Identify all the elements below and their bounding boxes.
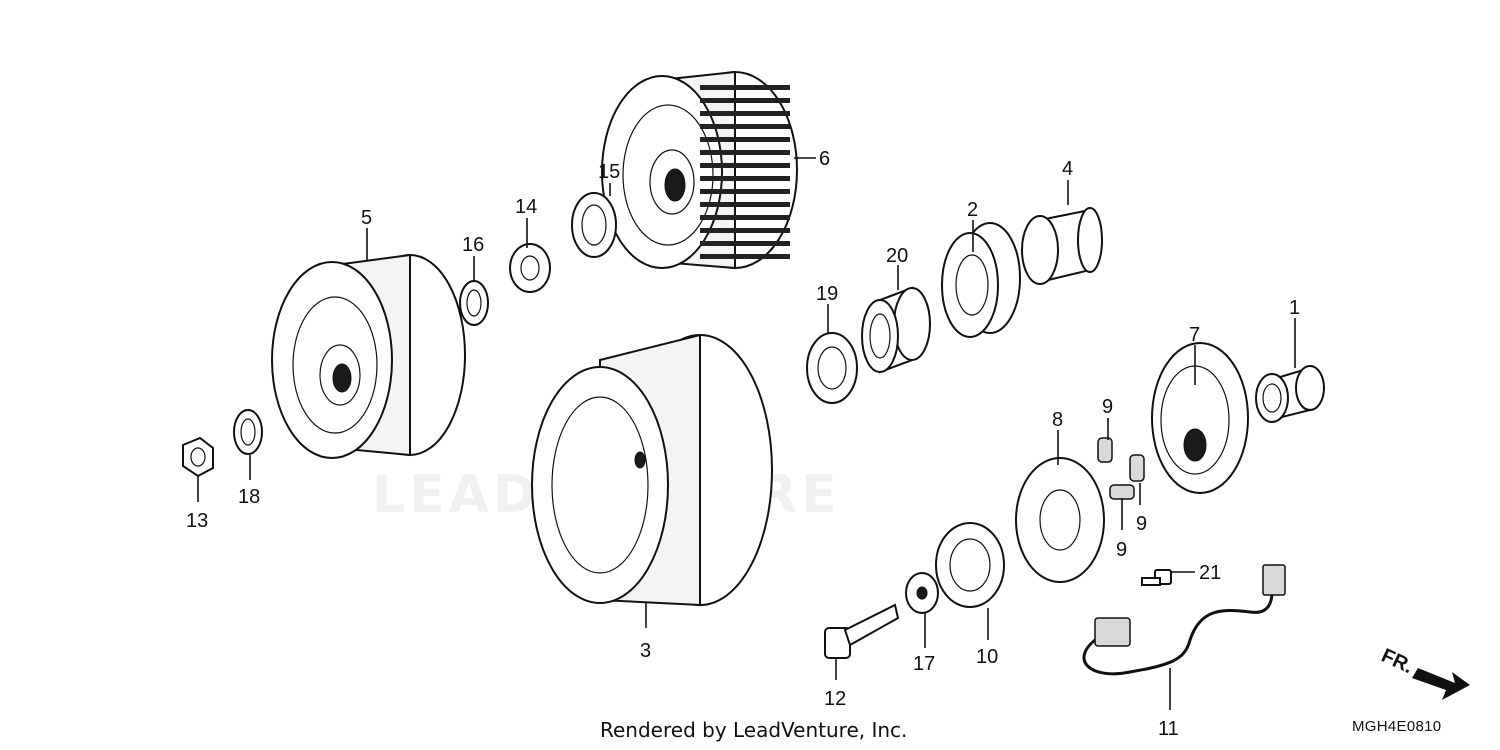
part-5-clutch-center[interactable] (271, 253, 466, 459)
basket-tooth (700, 163, 790, 168)
basket-tooth (700, 124, 790, 129)
basket-tooth (700, 176, 790, 181)
callout-21[interactable]: 21 (1199, 562, 1221, 584)
callout-2[interactable]: 2 (967, 199, 978, 221)
leader-lines (197, 157, 1296, 710)
callout-12[interactable]: 12 (824, 688, 846, 710)
basket-tooth (700, 150, 790, 155)
basket-tooth (700, 189, 790, 194)
part-21-bolt[interactable] (1141, 569, 1172, 586)
callout-3[interactable]: 3 (640, 640, 651, 662)
part-14-lock-nut[interactable] (509, 243, 551, 293)
basket-tooth (700, 85, 790, 90)
callout-5[interactable]: 5 (361, 207, 372, 229)
part-18-washer[interactable] (233, 409, 263, 455)
part-19-washer[interactable] (806, 332, 858, 404)
callout-18[interactable]: 18 (238, 486, 260, 508)
part-12-bolt[interactable] (824, 603, 900, 659)
callout-1[interactable]: 1 (1289, 297, 1300, 319)
basket-tooth (700, 98, 790, 103)
front-direction-arrow-icon (1412, 668, 1470, 700)
callout-20[interactable]: 20 (886, 245, 908, 267)
callout-10[interactable]: 10 (976, 646, 998, 668)
part-10-one-way-clutch[interactable] (935, 522, 1005, 608)
callout-13[interactable]: 13 (186, 510, 208, 532)
part-1-needle-bearing[interactable] (1255, 365, 1325, 423)
part-6-clutch-outer[interactable] (601, 70, 798, 270)
part-8-gear[interactable] (1015, 457, 1105, 583)
callout-19[interactable]: 19 (816, 283, 838, 305)
part-20-needle-bearing[interactable] (861, 286, 931, 374)
diagram-code: MGH4E0810 (1352, 718, 1442, 735)
part-4-collar[interactable] (1021, 207, 1103, 285)
basket-tooth (700, 215, 790, 220)
part-9-springs[interactable] (1097, 437, 1145, 500)
basket-tooth (700, 241, 790, 246)
basket-tooth (700, 254, 790, 259)
callout-17[interactable]: 17 (913, 653, 935, 675)
part-16-washer[interactable] (459, 280, 489, 326)
part-3-primary-driven-gear[interactable] (531, 333, 773, 607)
callout-4[interactable]: 4 (1062, 158, 1073, 180)
part-11-sensor-harness[interactable] (1082, 564, 1286, 676)
callout-8[interactable]: 8 (1052, 409, 1063, 431)
callout-6[interactable]: 6 (819, 148, 830, 170)
basket-tooth (700, 202, 790, 207)
callout-15[interactable]: 15 (598, 161, 620, 183)
callout-14[interactable]: 14 (515, 196, 537, 218)
callout-11[interactable]: 11 (1158, 718, 1179, 740)
part-2-gear[interactable] (941, 222, 1021, 338)
callout-16[interactable]: 16 (462, 234, 484, 256)
callout-7[interactable]: 7 (1189, 324, 1200, 346)
basket-tooth (700, 137, 790, 142)
callout-9b[interactable]: 9 (1136, 513, 1147, 535)
part-7-gear[interactable] (1151, 342, 1249, 494)
callout-9c[interactable]: 9 (1116, 539, 1127, 561)
part-13-nut[interactable] (182, 436, 214, 478)
callout-9a[interactable]: 9 (1102, 396, 1113, 418)
render-credit: Rendered by LeadVenture, Inc. (600, 718, 908, 742)
basket-tooth (700, 111, 790, 116)
part-17-washer[interactable] (905, 572, 939, 614)
front-direction-label: FR. (1378, 645, 1416, 679)
basket-tooth (700, 228, 790, 233)
part-15-washer[interactable] (571, 192, 617, 258)
